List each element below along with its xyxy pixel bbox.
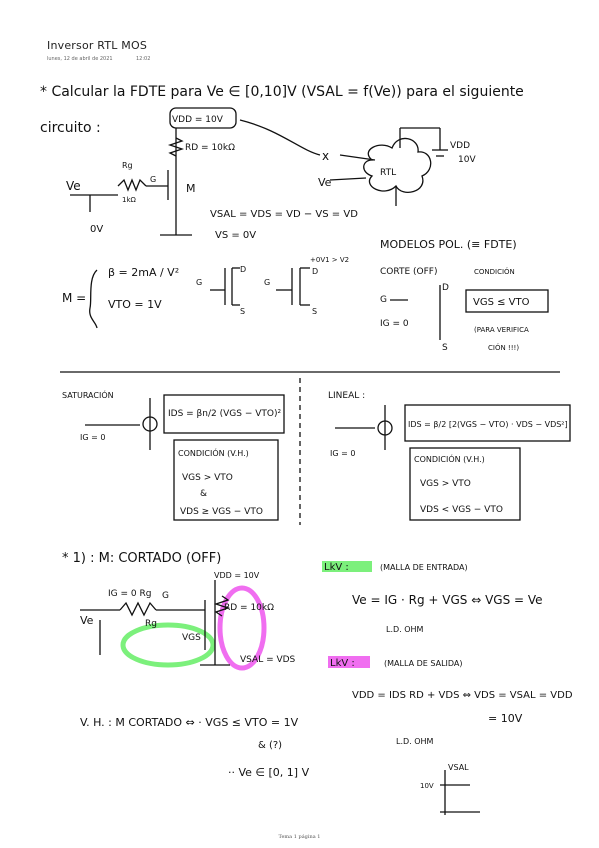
case-1-vsal-label: VSAL = VDS bbox=[240, 655, 296, 665]
lineal-title: LINEAL : bbox=[328, 391, 365, 401]
models-title: MODELOS POL. (≡ FDTE) bbox=[380, 238, 517, 251]
case-1-rg-label: Rg bbox=[145, 619, 157, 629]
case-1-ve-label: Ve bbox=[80, 614, 94, 627]
vdd-right-label: VDD bbox=[450, 141, 470, 151]
green-loop-input bbox=[120, 622, 216, 668]
rtl-label: RTL bbox=[380, 168, 396, 178]
case-1-vgs-label: VGS bbox=[182, 633, 201, 643]
circuit-strokes bbox=[60, 107, 571, 815]
sat-cond-2: VDS ≥ VGS − VTO bbox=[180, 507, 263, 517]
task-line-1: * Calcular la FDTE para Ve ∈ [0,10]V (VS… bbox=[40, 84, 524, 100]
g-label-small-2: G bbox=[264, 278, 270, 287]
verification-and: & (?) bbox=[258, 740, 282, 751]
rd-label: RD = 10kΩ bbox=[185, 143, 235, 153]
case-1-title: * 1) : M: CORTADO (OFF) bbox=[62, 551, 221, 566]
beta-label: β = 2mA / V² bbox=[108, 266, 179, 279]
graph-10v-label: 10V bbox=[420, 782, 434, 790]
lin-condicion-title: CONDICIÓN (V.H.) bbox=[414, 453, 485, 464]
green-highlight-lkv1 bbox=[322, 561, 372, 572]
lineal-equation: IDS = β/2 [2(VGS − VTO) · VDS − VDS²] bbox=[408, 420, 568, 429]
lkv-1-title: LkV : bbox=[324, 562, 349, 573]
graph-vsal-label: VSAL bbox=[448, 763, 469, 772]
s-label-small-2: S bbox=[312, 307, 317, 316]
vs-equation: VS = 0V bbox=[215, 230, 256, 241]
sat-condicion-title: CONDICIÓN (V.H.) bbox=[178, 447, 249, 458]
saturacion-title: SATURACIÓN bbox=[62, 389, 114, 400]
vdd-label: VDD = 10V bbox=[172, 115, 224, 125]
vsal-equation: VSAL = VDS = VD − VS = VD bbox=[210, 209, 358, 220]
lkv-1-ohm: L.D. OHM bbox=[386, 625, 424, 634]
page-time: 12:02 bbox=[136, 56, 151, 62]
lkv-2-ohm: L.D. OHM bbox=[396, 737, 434, 746]
page-date: lunes, 12 de abril de 2021 bbox=[47, 56, 113, 62]
d-label-small-1: D bbox=[240, 265, 246, 274]
m-equals-label: M = bbox=[62, 291, 86, 305]
task-line-2: circuito : bbox=[40, 120, 101, 136]
lin-cond-2: VDS < VGS − VTO bbox=[420, 505, 503, 515]
corte-note-line-2: CIÓN !!!) bbox=[488, 343, 519, 352]
page-footer: Tema 1 página 1 bbox=[278, 834, 321, 840]
corte-s-label: S bbox=[442, 343, 448, 353]
g-label-small-1: G bbox=[196, 278, 202, 287]
saturacion-equation: IDS = βn/2 (VGS − VTO)² bbox=[168, 409, 281, 419]
pink-loop-output bbox=[217, 585, 267, 671]
sat-ig-zero: IG = 0 bbox=[80, 433, 105, 442]
vdd-right-value: 10V bbox=[458, 155, 476, 165]
s-label-small-1: S bbox=[240, 307, 245, 316]
lin-cond-1: VGS > VTO bbox=[420, 479, 471, 489]
rtl-ve-label: Ve bbox=[318, 176, 332, 189]
lkv-1-subtitle: (MALLA DE ENTRADA) bbox=[380, 563, 468, 572]
lkv-1-equation: Ve = IG · Rg + VGS ⇔ VGS = Ve bbox=[352, 593, 543, 607]
case-1-vdd-label: VDD = 10V bbox=[214, 571, 260, 580]
corte-d-label: D bbox=[442, 283, 449, 293]
rg-value: 1kΩ bbox=[122, 196, 137, 204]
rg-label: Rg bbox=[122, 161, 133, 170]
lkv-2-title: LkV : bbox=[330, 658, 355, 669]
pink-highlight-lkv2 bbox=[328, 656, 370, 668]
sat-and: & bbox=[200, 489, 207, 499]
page-title: Inversor RTL MOS bbox=[47, 39, 148, 52]
corte-title: CORTE (OFF) bbox=[380, 267, 437, 277]
corte-note-line-1: (PARA VERIFICA bbox=[474, 326, 529, 334]
verification-line-1: V. H. : M CORTADO ⇔ · VGS ≤ VTO = 1V bbox=[80, 716, 299, 729]
ov-label: 0V bbox=[90, 224, 103, 235]
corte-condicion-label: CONDICIÓN bbox=[474, 267, 515, 276]
corte-condition: VGS ≤ VTO bbox=[473, 297, 530, 308]
d-label-small-2: D bbox=[312, 267, 318, 276]
vto-label: VTO = 1V bbox=[108, 298, 162, 311]
g-label: G bbox=[150, 175, 156, 184]
lkv-2-result: = 10V bbox=[488, 712, 523, 725]
corte-g-label: G bbox=[380, 295, 387, 305]
case-1-rd-label: RD = 10kΩ bbox=[224, 603, 274, 613]
lkv-2-subtitle: (MALLA DE SALIDA) bbox=[384, 659, 463, 668]
corte-ig-zero: IG = 0 bbox=[380, 319, 409, 329]
lkv-2-equation: VDD = IDS RD + VDS ⇔ VDS = VSAL = VDD bbox=[352, 690, 573, 701]
sat-cond-1: VGS > VTO bbox=[182, 473, 233, 483]
ve-label: Ve bbox=[66, 179, 81, 193]
lin-ig-zero: IG = 0 bbox=[330, 449, 355, 458]
x-label: x bbox=[322, 149, 329, 163]
m-label: M bbox=[186, 182, 196, 195]
case-1-ig-label: IG = 0 Rg bbox=[108, 589, 151, 599]
vd-small-label: +0V1 > V2 bbox=[310, 256, 349, 264]
case-1-g-label: G bbox=[162, 591, 169, 601]
verification-line-2: ·· Ve ∈ [0, 1] V bbox=[228, 766, 310, 779]
